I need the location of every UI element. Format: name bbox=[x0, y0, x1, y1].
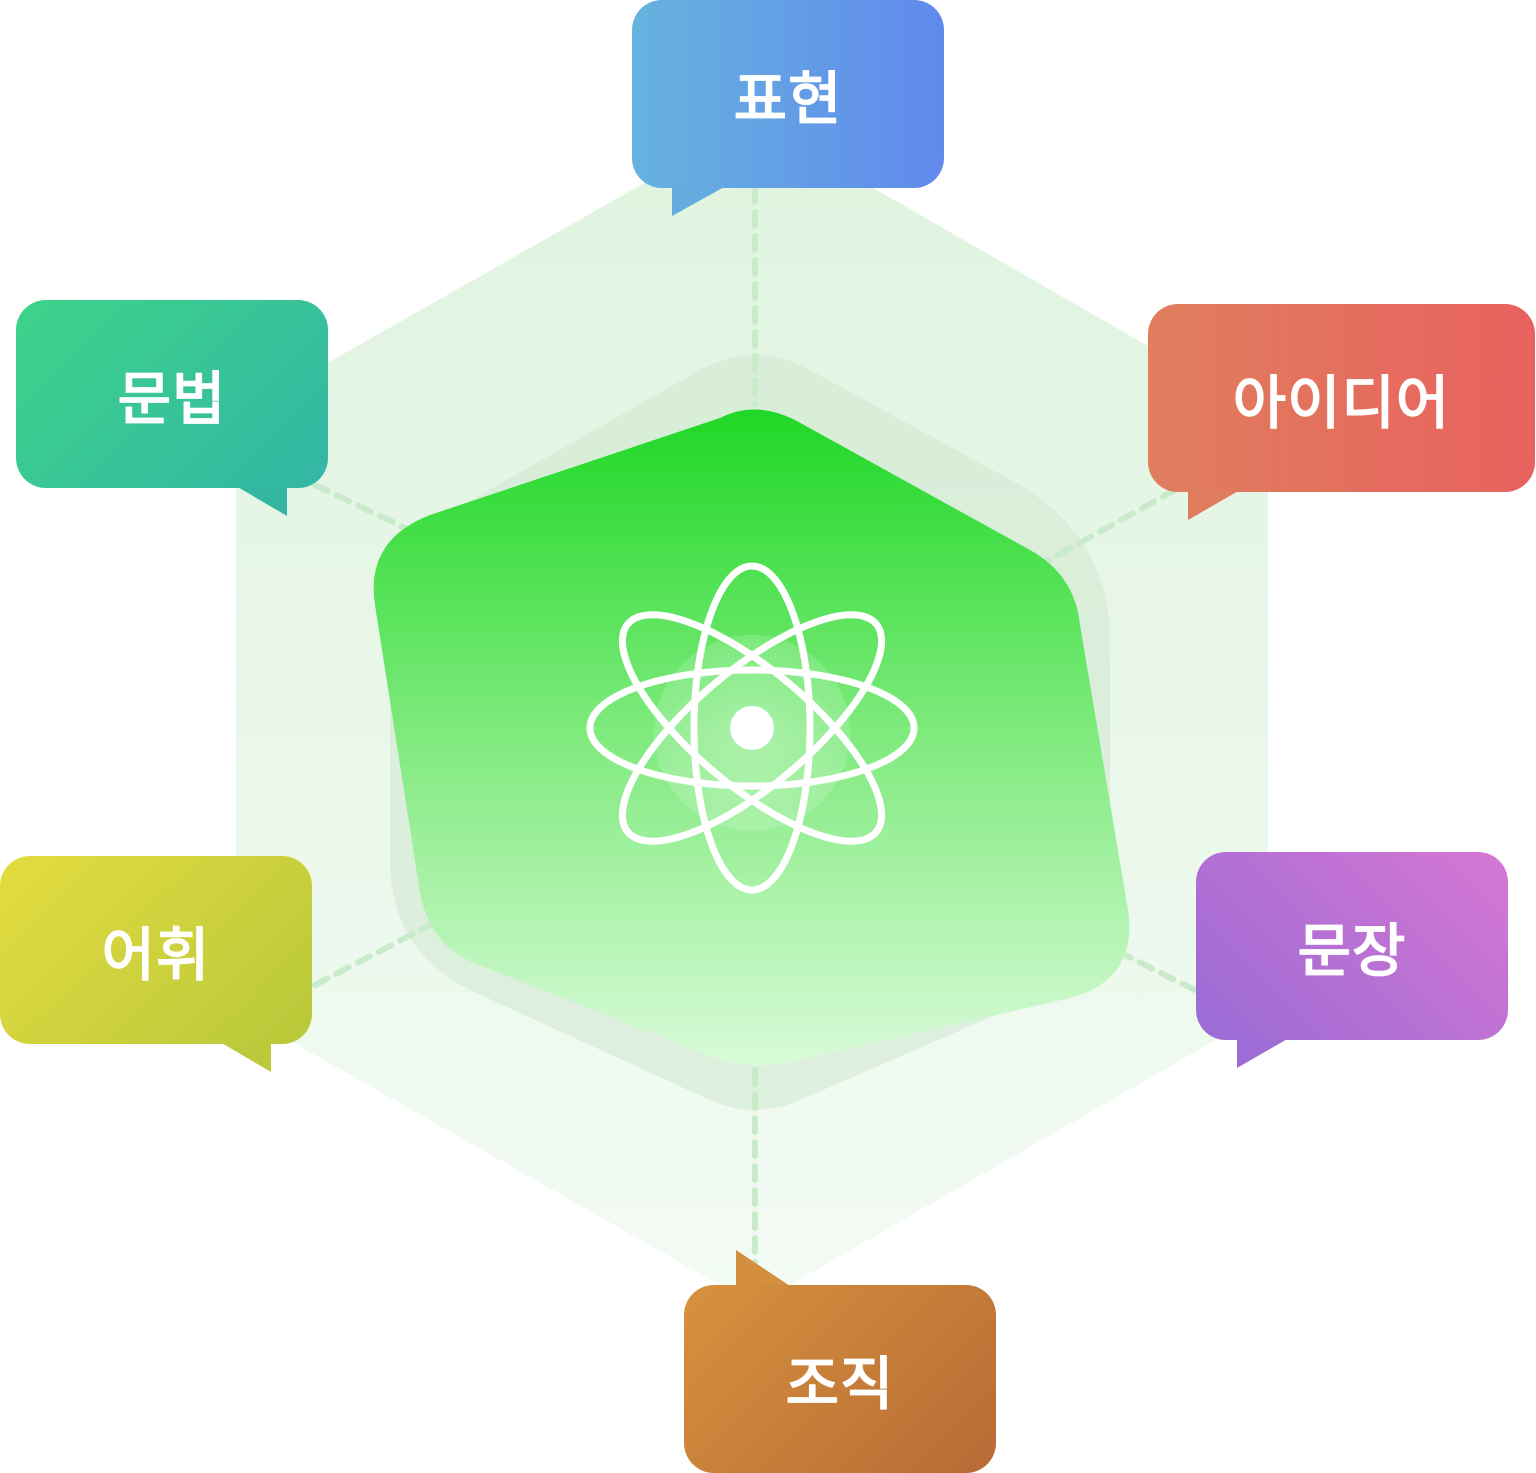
node-idea-label: 아이디어 bbox=[1232, 369, 1451, 437]
tail-bottom bbox=[736, 1250, 796, 1290]
tail-upper-right bbox=[1188, 490, 1240, 520]
node-vocabulary-label: 어휘 bbox=[101, 921, 211, 989]
atom-icon bbox=[586, 562, 918, 894]
node-sentence-label: 문장 bbox=[1297, 917, 1407, 985]
tail-upper-left bbox=[236, 486, 287, 516]
node-sentence: 문장 bbox=[1196, 852, 1508, 1040]
tail-top bbox=[672, 180, 726, 216]
node-expression-label: 표현 bbox=[733, 65, 843, 133]
connector-lines bbox=[312, 185, 1198, 1268]
node-grammar: 문법 bbox=[16, 300, 328, 488]
connector-lower-left bbox=[312, 922, 433, 988]
connector-upper-left bbox=[312, 482, 423, 538]
connector-lower-right bbox=[1122, 952, 1198, 993]
node-grammar-label: 문법 bbox=[117, 365, 227, 433]
node-idea: 아이디어 bbox=[1148, 304, 1535, 492]
node-expression: 표현 bbox=[632, 0, 944, 188]
node-organization-label: 조직 bbox=[785, 1350, 895, 1418]
connector-upper-right bbox=[1037, 487, 1178, 568]
node-vocabulary: 어휘 bbox=[0, 856, 312, 1044]
tail-lower-right bbox=[1237, 1038, 1289, 1068]
node-organization: 조직 bbox=[684, 1285, 996, 1473]
tail-lower-left bbox=[220, 1042, 271, 1072]
